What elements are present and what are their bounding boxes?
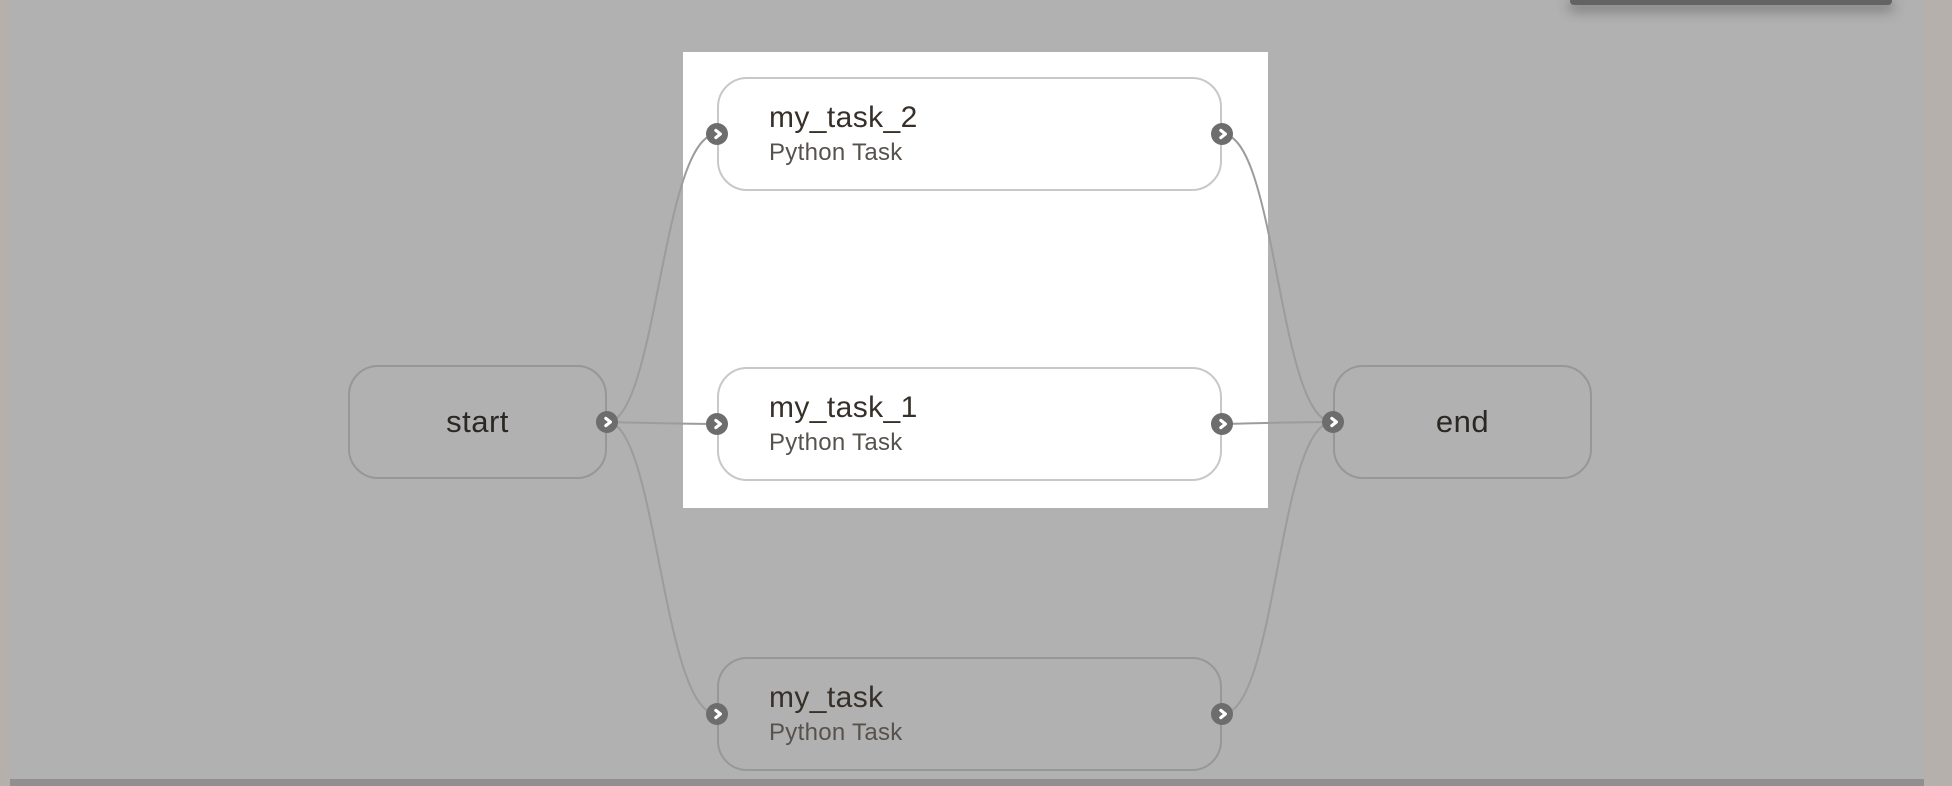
edge-start-my_task_1[interactable]: [606, 421, 718, 425]
canvas-bottom-edge: [10, 779, 1924, 786]
edge-start-my_task_2[interactable]: [606, 133, 718, 423]
chevron-right-icon: [714, 708, 722, 720]
node-end[interactable]: end: [1333, 365, 1592, 479]
handle-target-my_task_2[interactable]: [706, 123, 728, 145]
chevron-right-icon: [714, 128, 722, 140]
edge-start-my_task[interactable]: [606, 421, 718, 715]
handle-source-my_task_2[interactable]: [1211, 123, 1233, 145]
edge-my_task_2-end[interactable]: [1221, 133, 1334, 423]
edge-my_task-end[interactable]: [1221, 421, 1334, 715]
node-title: my_task_2: [769, 101, 918, 135]
canvas-left-gutter: [0, 0, 10, 786]
node-my_task_1[interactable]: my_task_1 Python Task: [717, 367, 1222, 481]
chevron-right-icon: [1219, 128, 1227, 140]
handle-target-my_task_1[interactable]: [706, 413, 728, 435]
handle-source-my_task[interactable]: [1211, 703, 1233, 725]
handle-source-start[interactable]: [596, 411, 618, 433]
chevron-right-icon: [1219, 418, 1227, 430]
node-title: my_task: [769, 681, 884, 715]
node-title: my_task_1: [769, 391, 918, 425]
node-title: end: [1435, 404, 1490, 439]
edge-my_task_1-end[interactable]: [1221, 421, 1334, 425]
node-subtitle: Python Task: [769, 719, 903, 747]
node-title: start: [446, 404, 509, 439]
handle-target-end[interactable]: [1322, 411, 1344, 433]
node-start[interactable]: start: [348, 365, 607, 479]
handle-target-my_task[interactable]: [706, 703, 728, 725]
canvas-right-gutter: [1924, 0, 1952, 786]
chevron-right-icon: [1219, 708, 1227, 720]
node-my_task[interactable]: my_task Python Task: [717, 657, 1222, 771]
chevron-right-icon: [1330, 416, 1338, 428]
node-subtitle: Python Task: [769, 139, 903, 167]
chevron-right-icon: [714, 418, 722, 430]
node-my_task_2[interactable]: my_task_2 Python Task: [717, 77, 1222, 191]
toolbar-fragment[interactable]: [1570, 0, 1892, 5]
selection-overlay: [683, 52, 1268, 508]
handle-source-my_task_1[interactable]: [1211, 413, 1233, 435]
chevron-right-icon: [604, 416, 612, 428]
node-subtitle: Python Task: [769, 429, 903, 457]
